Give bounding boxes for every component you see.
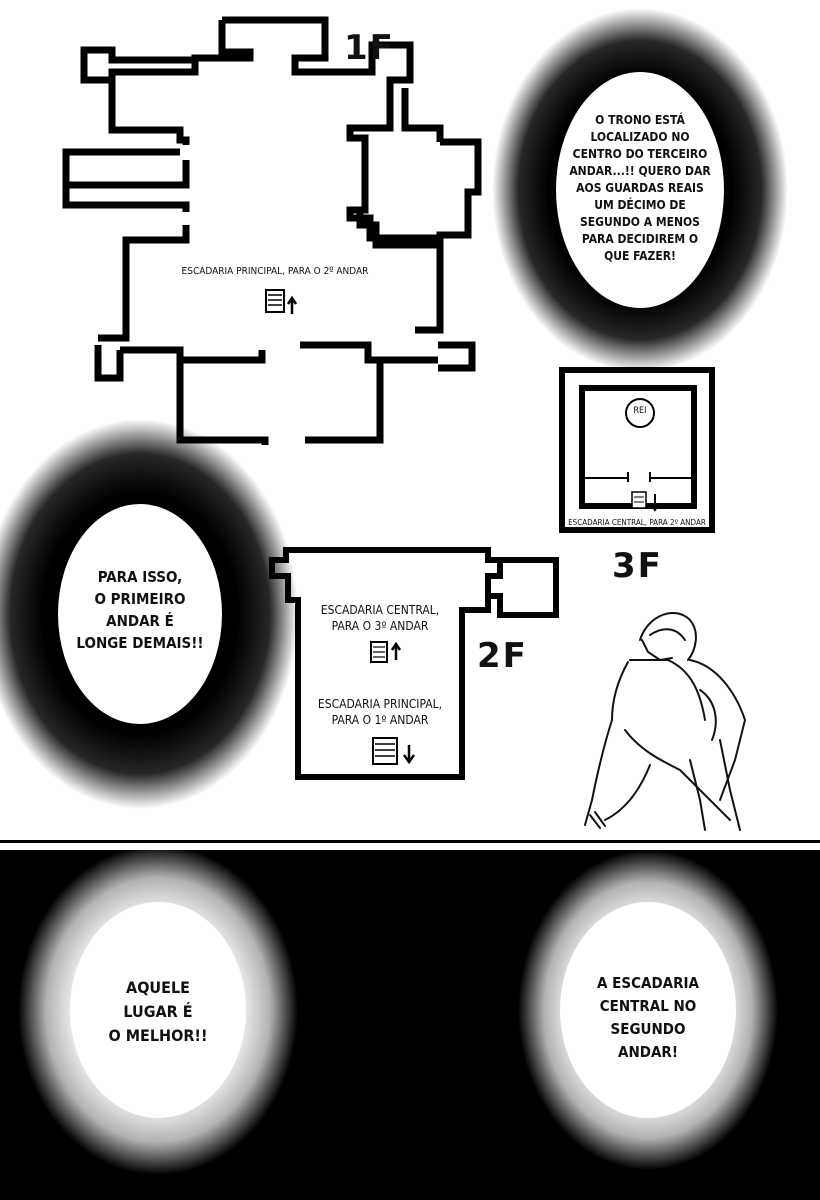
bubble-line: SEGUNDO A MENOS [580, 215, 700, 229]
bubble-line: UM DÉCIMO DE [594, 198, 686, 212]
second-floor-main-stairs-icon [372, 737, 416, 765]
second-floor-central-stairs-label-line2: PARA O 3º ANDAR [331, 619, 429, 633]
first-floor-bubble-text: PARA ISSO, O PRIMEIRO ANDAR É LONGE DEMA… [55, 566, 225, 654]
bubble-line: CENTRAL NO [599, 997, 697, 1015]
second-floor-central-stairs-label-line1: ESCADARIA CENTRAL, [320, 603, 440, 617]
third-floor-stairs-label: ESCADARIA CENTRAL, PARA 2º ANDAR [568, 518, 706, 527]
crouching-character-sketch [584, 611, 747, 831]
bubble-line: QUE FAZER! [604, 249, 676, 263]
bubble-line: AQUELE [126, 978, 190, 997]
floor-label-3f: 3F [612, 546, 663, 586]
bubble-line: SEGUNDO [610, 1020, 686, 1038]
bubble-line: LUGAR É [123, 1002, 193, 1021]
bubble-line: ANDAR! [618, 1043, 678, 1061]
first-floor-stairs-label: ESCADARIA PRINCIPAL, PARA O 2º ANDAR [181, 266, 369, 277]
third-floor-stairs-icon [631, 491, 660, 512]
bubble-line: CENTRO DO TERCEIRO [572, 147, 708, 161]
throne-thought-bubble [492, 8, 788, 372]
second-floor-main-stairs-label-line1: ESCADARIA PRINCIPAL, [317, 697, 443, 711]
panel-divider [0, 840, 820, 843]
bubble-line: AOS GUARDAS REAIS [576, 181, 704, 195]
first-floor-thought-bubble [0, 419, 298, 809]
king-label: REI [633, 406, 647, 416]
bubble-line: PARA ISSO, [97, 568, 183, 586]
central-stairs-burst-bubble [518, 850, 778, 1170]
floor-label-2f: 2F [477, 636, 528, 676]
bubble-line: ANDAR...!! QUERO DAR [569, 164, 711, 178]
best-place-burst-bubble [18, 845, 298, 1175]
second-floor-central-stairs-icon [370, 641, 402, 663]
throne-bubble-text: O TRONO ESTÁ LOCALIZADO NO CENTRO DO TER… [560, 112, 720, 265]
bubble-line: PARA DECIDIREM O [581, 232, 699, 246]
bubble-line: O MELHOR!! [108, 1026, 208, 1045]
second-floor-main-stairs-label-line2: PARA O 1º ANDAR [331, 713, 429, 727]
bubble-line: LOCALIZADO NO [590, 130, 690, 144]
best-place-bubble-text: AQUELE LUGAR É O MELHOR!! [83, 976, 233, 1048]
central-stairs-bubble-text: A ESCADARIA CENTRAL NO SEGUNDO ANDAR! [573, 972, 723, 1064]
bubble-line: O TRONO ESTÁ [595, 113, 685, 127]
bubble-line: LONGE DEMAIS!! [76, 634, 204, 652]
first-floor-stairs-icon [265, 289, 298, 314]
bubble-line: ANDAR É [106, 612, 174, 630]
bubble-line: A ESCADARIA [597, 974, 699, 992]
first-floor-plan [62, 16, 482, 445]
bubble-line: O PRIMEIRO [94, 590, 186, 608]
floor-label-1f: 1F [344, 28, 395, 68]
